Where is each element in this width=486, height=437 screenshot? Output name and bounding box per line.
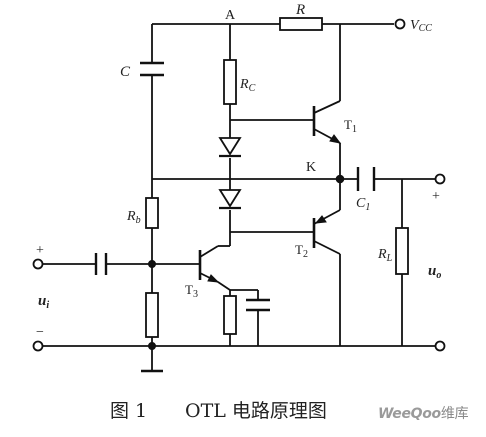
transistor-t2 xyxy=(312,209,341,255)
resistor-rc-label: RC xyxy=(239,77,256,94)
input-minus-terminal xyxy=(32,340,44,352)
capacitor-c-label: C xyxy=(120,64,131,80)
wiring xyxy=(42,23,436,373)
diode-lower xyxy=(218,189,242,210)
output-minus-terminal xyxy=(434,340,446,352)
input-minus-label: − xyxy=(36,325,44,340)
resistor-r-label: R xyxy=(295,2,305,18)
node-k-label: K xyxy=(306,160,316,175)
resistor-r xyxy=(279,17,323,31)
input-plus-terminal xyxy=(32,258,44,270)
transistor-t3-label: T3 xyxy=(185,282,198,300)
resistor-rb-label: Rb xyxy=(126,209,141,226)
figure-number: 图 1 xyxy=(110,400,148,422)
watermark-brand: WeeQoo xyxy=(378,406,441,422)
node-a-label: A xyxy=(225,8,236,23)
vcc-label: VCC xyxy=(410,18,432,34)
capacitor-c xyxy=(140,61,164,77)
output-voltage-label: uo xyxy=(428,263,441,281)
watermark-logo: WeeQoo维库 xyxy=(378,403,469,423)
output-plus-terminal xyxy=(434,173,446,185)
resistor-t3-emitter xyxy=(223,295,237,335)
transistor-t2-label: T2 xyxy=(295,242,308,260)
vcc-terminal xyxy=(394,18,406,30)
diode-upper xyxy=(218,137,242,158)
watermark-suffix: 维库 xyxy=(440,406,469,422)
transistor-t1 xyxy=(312,100,342,144)
capacitor-input xyxy=(94,253,108,275)
resistor-bias-lower xyxy=(145,292,159,338)
capacitor-t3-emitter-bypass xyxy=(246,298,270,312)
resistor-rb xyxy=(145,197,159,229)
terminals xyxy=(32,18,446,352)
junction-dots xyxy=(148,174,345,350)
resistor-rc xyxy=(223,59,237,105)
capacitor-c1-label: C1 xyxy=(356,196,370,213)
input-plus-label: + xyxy=(36,243,44,258)
transistor-t1-label: T1 xyxy=(344,117,357,135)
resistor-rl xyxy=(395,227,409,275)
figure-title: OTL 电路原理图 xyxy=(185,400,327,422)
resistor-rl-label: RL xyxy=(377,247,393,264)
output-plus-label: + xyxy=(432,189,440,204)
input-voltage-label: ui xyxy=(38,293,49,311)
capacitor-c1 xyxy=(356,167,376,191)
transistor-t3 xyxy=(198,245,220,283)
